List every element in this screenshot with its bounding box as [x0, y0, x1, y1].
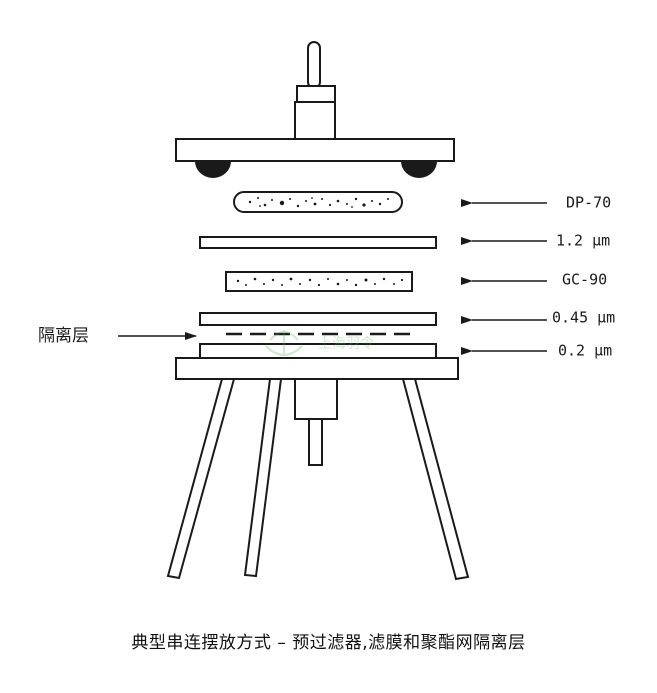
prefilter-dp70: [233, 191, 403, 213]
label-0-45um: 0.45 μm: [552, 309, 615, 327]
outlet-lower: [308, 418, 323, 466]
watermark-logo-icon: [265, 330, 303, 356]
label-isolation-layer: 隔离层: [38, 326, 89, 346]
leg-right: [401, 378, 470, 581]
prefilter-gc90: [225, 271, 413, 292]
holder-crossbar: [175, 138, 455, 162]
top-holder: [175, 41, 455, 178]
leg-left-inner: [243, 378, 283, 578]
figure-caption: 典型串连摆放方式 – 预过滤器,滤膜和聚酯网隔离层: [131, 633, 526, 653]
bottom-base: [166, 357, 470, 581]
holder-nut: [296, 85, 336, 103]
base-platform: [175, 357, 459, 380]
holder-foot-right: [400, 160, 438, 178]
membrane-0-45um: [199, 312, 437, 326]
holder-stem: [294, 101, 336, 141]
leg-left-outer: [166, 378, 236, 580]
holder-handle: [307, 41, 321, 89]
callout-arrows: [118, 199, 547, 355]
membrane-1-2um: [199, 236, 437, 249]
watermark: 上海羽令: [265, 330, 374, 356]
label-1-2um: 1.2 μm: [556, 232, 610, 250]
label-gc90: GC-90: [562, 271, 607, 289]
outlet-upper: [294, 378, 338, 420]
watermark-text: 上海羽令: [318, 336, 374, 352]
holder-foot-left: [194, 160, 232, 178]
label-dp70: DP-70: [566, 194, 611, 212]
label-0-2um: 0.2 μm: [558, 342, 612, 360]
